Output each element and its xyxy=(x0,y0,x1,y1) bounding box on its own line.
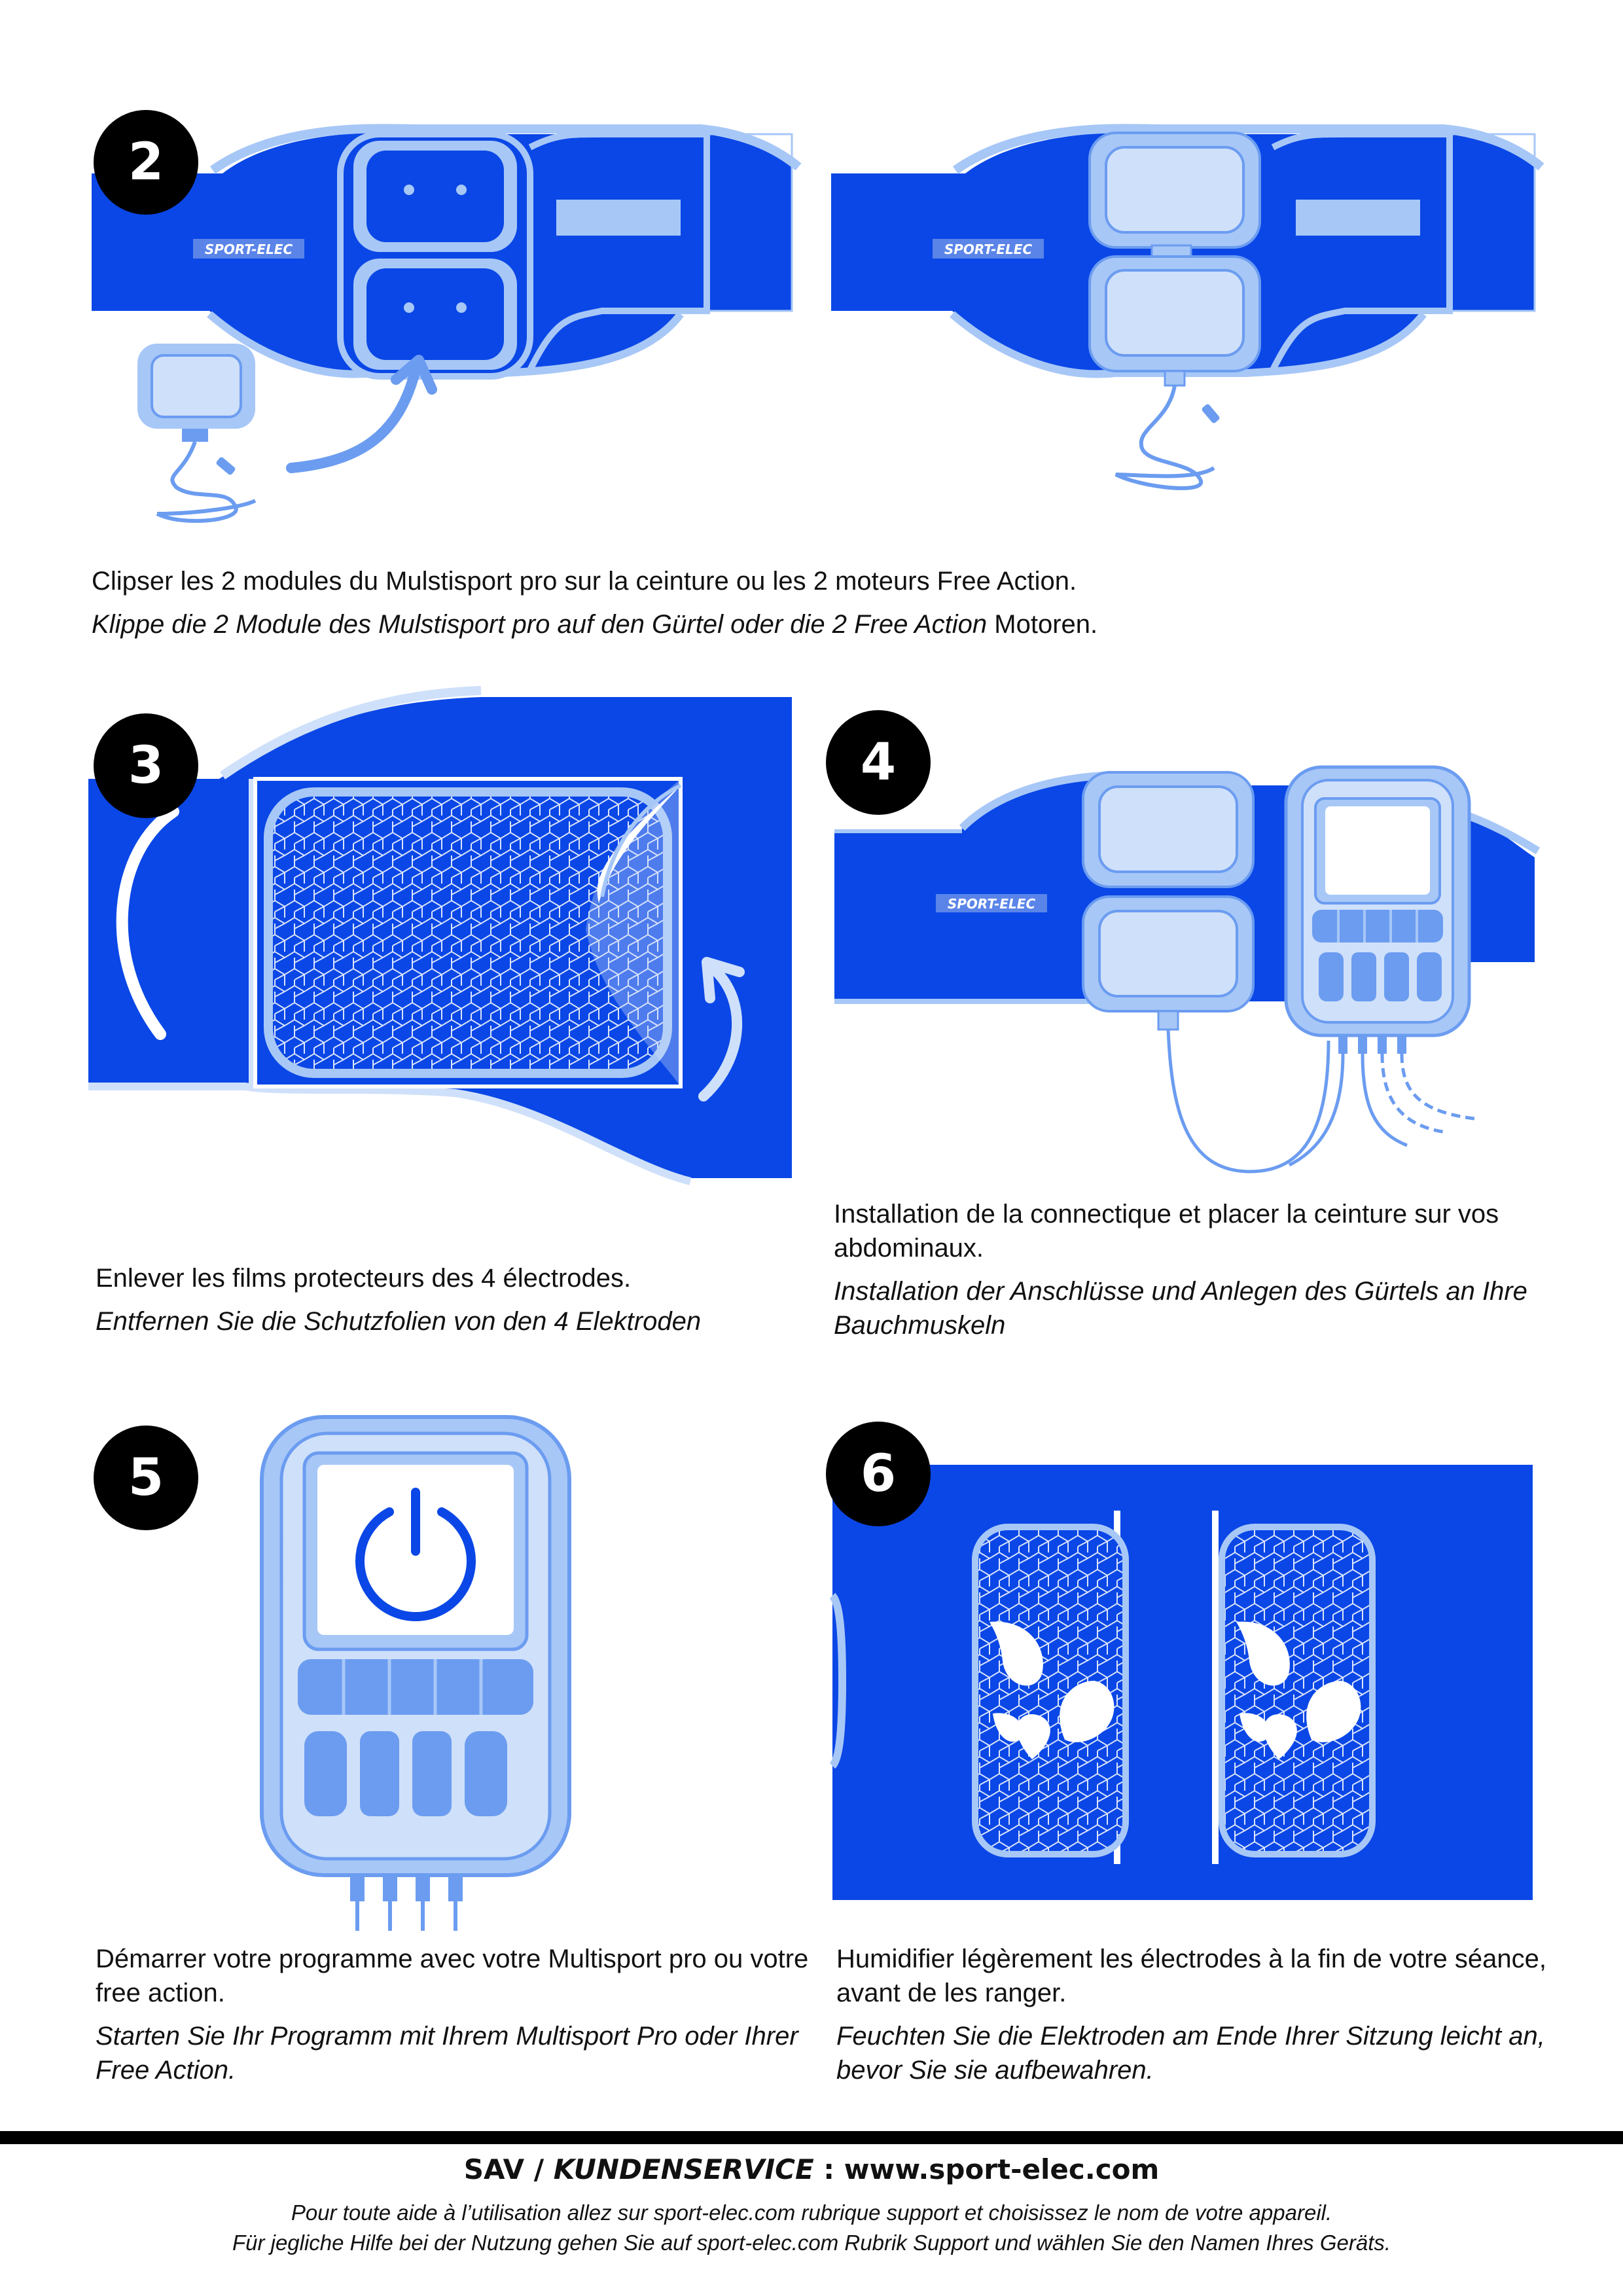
step-number-5: 5 xyxy=(94,1426,198,1530)
step6-instructions: Humidifier légèrement les électrodes à l… xyxy=(836,1942,1589,2087)
step-number-4: 4 xyxy=(826,710,931,815)
step3-text-fr: Enlever les films protecteurs des 4 élec… xyxy=(96,1264,632,1293)
step5-text-de: Starten Sie Ihr Programm mit Ihrem Multi… xyxy=(96,2022,798,2085)
step2-belt-illustration-left: SPORT-ELEC xyxy=(92,124,802,523)
step-number-3: 3 xyxy=(94,713,198,818)
step3-instructions: Enlever les films protecteurs des 4 élec… xyxy=(96,1261,815,1338)
brand-logo: SPORT-ELEC xyxy=(948,896,1036,912)
footer-note-de: Für jegliche Hilfe bei der Nutzung gehen… xyxy=(232,2231,1391,2255)
step-number-2: 2 xyxy=(94,110,198,215)
step2-text-de-upright: Motoren. xyxy=(987,610,1098,639)
step4-instructions: Installation de la connectique et placer… xyxy=(834,1197,1586,1342)
footer-divider xyxy=(0,2131,1623,2144)
step2-belt-illustration-right: SPORT-ELEC xyxy=(831,124,1544,490)
brand-logo: SPORT-ELEC xyxy=(205,242,293,257)
power-icon[interactable] xyxy=(355,1488,476,1621)
step5-instructions: Démarrer votre programme avec votre Mult… xyxy=(96,1942,829,2087)
step3-electrode-illustration xyxy=(88,686,792,1185)
step2-instructions: Clipser les 2 modules du Mulstisport pro… xyxy=(92,564,1531,641)
step5-remote-illustration xyxy=(260,1415,571,1931)
step6-wet-electrodes-illustration xyxy=(829,1465,1533,1900)
footer-sav: SAV xyxy=(463,2153,525,2185)
step2-text-de-italic: Klippe die 2 Module des Mulstisport pro … xyxy=(92,610,988,639)
step6-text-de: Feuchten Sie die Elektroden am Ende Ihre… xyxy=(836,2022,1545,2085)
brand-logo: SPORT-ELEC xyxy=(944,242,1033,257)
footer-kundenservice: KUNDENSERVICE xyxy=(553,2153,814,2185)
step4-text-fr: Installation de la connectique et placer… xyxy=(834,1200,1499,1263)
step6-text-fr: Humidifier légèrement les électrodes à l… xyxy=(836,1945,1546,2007)
step4-device-illustration: SPORT-ELEC xyxy=(834,765,1541,1174)
step5-text-fr: Démarrer votre programme avec votre Mult… xyxy=(96,1945,809,2007)
footer-website-link[interactable]: : www.sport-elec.com xyxy=(813,2153,1160,2185)
step4-text-de: Installation der Anschlüsse und Anlegen … xyxy=(834,1277,1527,1340)
footer-support-title: SAV / KUNDENSERVICE : www.sport-elec.com xyxy=(0,2153,1623,2185)
step2-text-fr: Clipser les 2 modules du Mulstisport pro… xyxy=(92,567,1077,596)
footer-separator: / xyxy=(524,2153,554,2185)
water-drop-icon xyxy=(990,1621,1115,1759)
footer-note-fr: Pour toute aide à l’utilisation allez su… xyxy=(291,2200,1332,2225)
step-number-6: 6 xyxy=(826,1422,931,1526)
step2-text-de: Klippe die 2 Module des Mulstisport pro … xyxy=(92,607,1531,641)
water-drop-icon xyxy=(1236,1621,1361,1759)
step3-text-de: Entfernen Sie die Schutzfolien von den 4… xyxy=(96,1307,702,1336)
